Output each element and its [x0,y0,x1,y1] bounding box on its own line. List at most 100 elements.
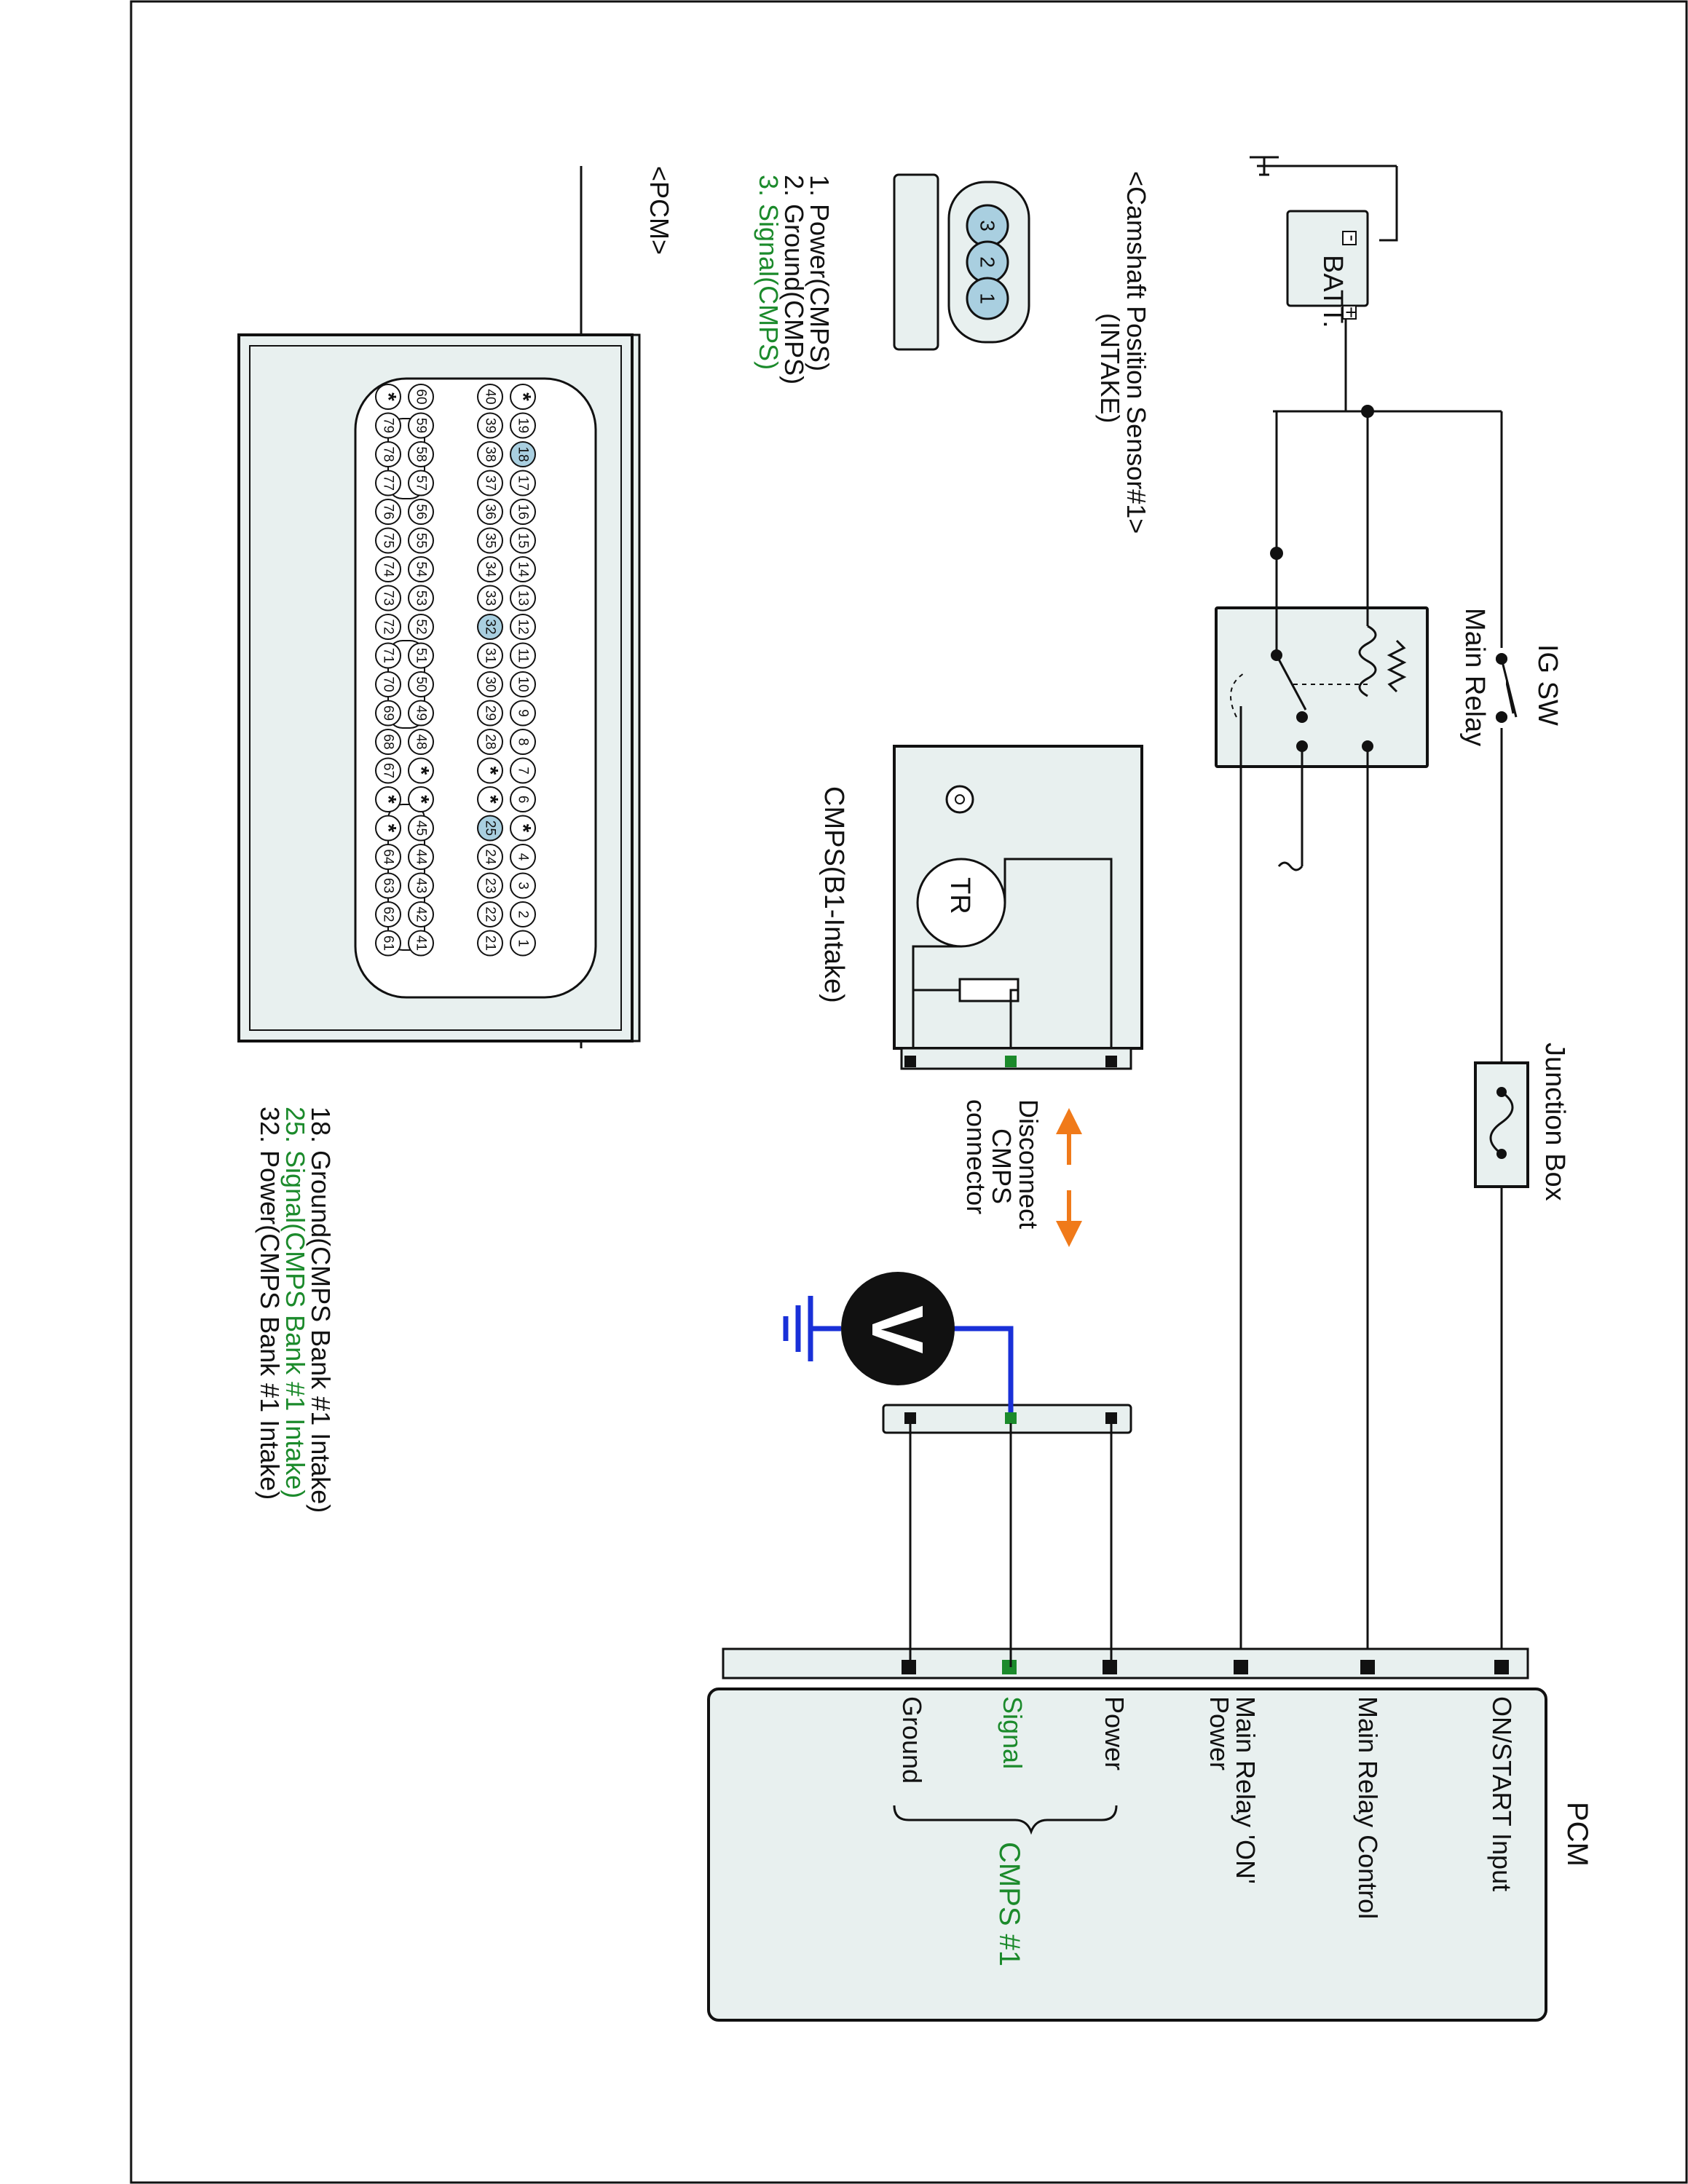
battery-plus: + [1340,306,1362,318]
ig-sw-label: IG SW [1532,644,1563,726]
pcm-pin-74 [375,556,401,582]
pcm-pin-label: * [376,795,401,804]
pcm-pin-label: 44 [414,849,429,865]
pcm-pin-label: 52 [414,619,429,634]
pcm-pin-label: 55 [414,533,429,548]
pcm-pin-45 [408,815,434,842]
pcm-pin-44 [408,844,434,870]
pcm-pin-21 [477,930,503,957]
pcm-pin-11 [510,642,536,669]
pcm-pin-label: 24 [483,849,498,865]
cmps-group-label: CMPS #1 [993,1842,1025,1966]
pcm-pin-main-relay-control [1360,1660,1375,1674]
pcm-pin-label: 75 [381,533,396,548]
pcm-pin-79 [375,412,401,439]
sensor-legend-2: 2. Ground(CMPS) [779,175,809,384]
pcm-pin-power [1103,1660,1117,1674]
pcm-pin-label: 43 [414,878,429,893]
pcm-pin-label: 29 [483,705,498,721]
pcm-box: PCM ON/START Input Main Relay Control Ma… [707,1647,1593,2022]
pcm-pin-4 [510,844,536,870]
pcm-pin-label: 42 [414,906,429,922]
pcm-pin-8 [510,729,536,755]
pcm-pin-label: 71 [381,648,396,663]
pcm-pin-label: 77 [381,475,396,491]
pcm-pin-60 [408,384,434,410]
pcm-pin-36 [477,499,503,525]
pcm-pin-label: 76 [381,504,396,519]
battery: - + BATT. [1286,210,1369,328]
disconnect-line2: CMPS [987,1128,1017,1204]
pcm-pin-unused [477,757,503,784]
pcm-connector-pins: *191817161514131211109876*43214039383736… [375,384,536,957]
battery-minus: - [1341,234,1364,241]
pcm-pin-label: 25 [483,820,498,836]
pcm-pin-label: 7 [516,767,531,775]
pcm-pin-6 [510,786,536,812]
sensor-pin-3: 3 [977,220,999,232]
pcm-pin-label: 53 [414,590,429,606]
pcm-pin-label: 62 [381,906,396,922]
pcm-pin-label: 36 [483,504,498,519]
pcm-pin-label: 3 [516,882,531,890]
disconnect-line1: Disconnect [1014,1099,1044,1229]
pcm-pin-label: 67 [381,763,396,778]
pcm-term-on-start: ON/START Input [1487,1696,1517,1891]
pcm-pin-label: * [376,824,401,833]
pcm-pin-12 [510,614,536,640]
pcm-pin-23 [477,872,503,899]
pcm-pin-43 [408,872,434,899]
pcm-connector-title: <PCM> [644,166,674,255]
pcm-pin-31 [477,642,503,669]
pcm-pin-29 [477,700,503,727]
pcm-pin-22 [477,901,503,927]
pcm-pin-label: 9 [516,709,531,717]
pcm-pin-77 [375,470,401,496]
pcm-pin-32 [477,614,503,640]
pcm-pin-3 [510,872,536,899]
pcm-pin-28 [477,729,503,755]
battery-label: BATT. [1317,255,1348,328]
pcm-pin-unused [510,815,536,842]
junction-box-label: Junction Box [1539,1042,1570,1201]
pcm-pin-48 [408,729,434,755]
pcm-pin-label: 17 [516,475,531,491]
pcm-pin-label: 58 [414,446,429,462]
pcm-pin-label: 6 [516,796,531,804]
pcm-legend-25: 25. Signal(CMPS Bank #1 Intake) [280,1107,310,1498]
harness-connector [882,1404,1132,1667]
pcm-pin-64 [375,844,401,870]
pcm-term-main-relay-on: Main Relay 'ON' [1231,1696,1261,1884]
pcm-pin-label: 51 [414,648,429,663]
pcm-pin-57 [408,470,434,496]
pcm-pin-label: 37 [483,475,498,491]
pcm-connector: <PCM> *191817161514131211109876*43214039… [237,166,674,1513]
pcm-pin-30 [477,671,503,697]
pcm-pin-18 [510,441,536,467]
pcm-pin-label: 11 [516,649,531,663]
voltmeter-label: V [856,1305,938,1354]
pcm-pin-label: 35 [483,533,498,548]
pcm-pin-52 [408,614,434,640]
pcm-pin-label: 30 [483,676,498,692]
pcm-pin-label: * [376,392,401,401]
pcm-pin-label: 16 [516,504,531,519]
pcm-pin-label: 2 [516,911,531,919]
cmps-title-line1: <Camshaft Position Sensor#1> [1121,171,1151,534]
pcm-pin-58 [408,441,434,467]
pcm-pin-main-relay-on [1234,1660,1248,1674]
pcm-pin-label: 72 [381,619,396,634]
pcm-pin-71 [375,642,401,669]
pcm-pin-unused [510,384,536,410]
pcm-pin-label: 56 [414,504,429,519]
pcm-pin-label: 18 [516,446,531,462]
pcm-pin-label: 68 [381,734,396,749]
pcm-pin-54 [408,556,434,582]
pcm-pin-78 [375,441,401,467]
pcm-pin-label: 32 [483,619,498,634]
pcm-pin-label: * [511,824,535,833]
pcm-pin-label: 28 [483,734,498,749]
pcm-pin-label: 22 [483,906,498,922]
pcm-term-ground: Ground [897,1696,927,1784]
